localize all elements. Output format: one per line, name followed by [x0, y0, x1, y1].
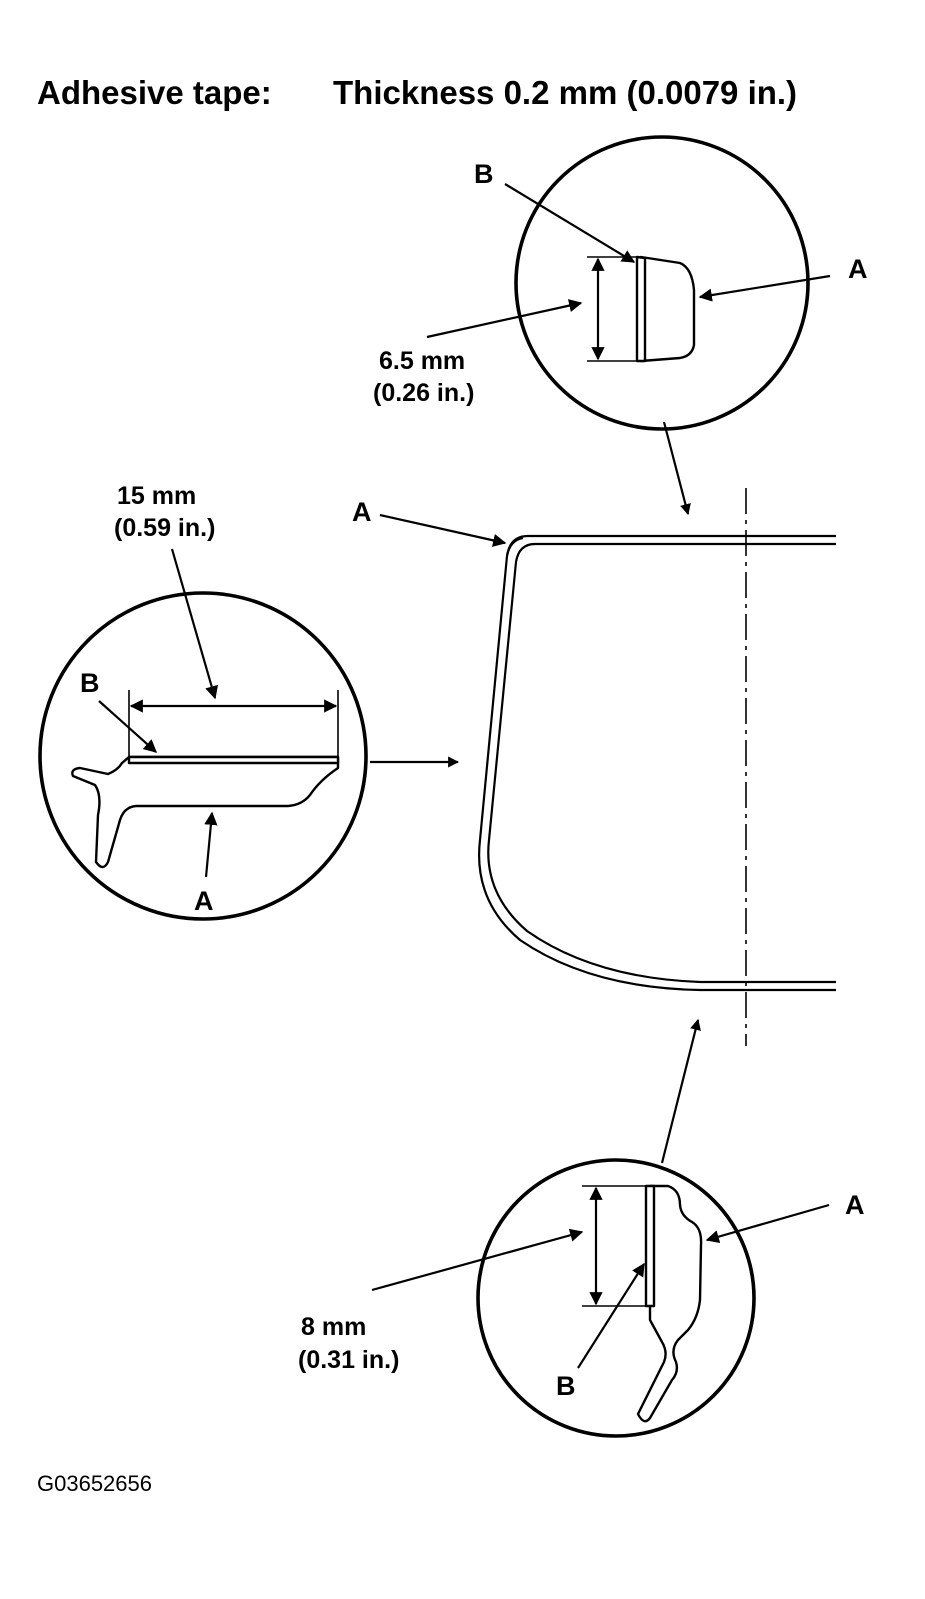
bottom-measure-mm: 8 mm — [301, 1313, 366, 1341]
left-label-a: A — [194, 886, 214, 916]
figure-code: G03652656 — [37, 1471, 152, 1496]
top-detail: B A 6.5 mm (0.26 in.) — [373, 135, 868, 516]
left-label-b: B — [80, 668, 100, 698]
top-measure-mm: 6.5 mm — [379, 347, 465, 375]
main-label-a: A — [352, 497, 372, 527]
bottom-label-b: B — [556, 1371, 576, 1401]
top-label-b: B — [474, 159, 494, 189]
top-label-a: A — [848, 254, 868, 284]
bottom-label-a: A — [845, 1190, 865, 1220]
windshield-inner-edge — [487, 542, 836, 984]
bottom-detail: A 8 mm (0.31 in.) B — [298, 1018, 865, 1438]
bottom-callout-arrow — [660, 1018, 701, 1164]
bottom-detail-circle — [476, 1158, 756, 1438]
left-detail-circle — [38, 591, 368, 921]
top-detail-circle — [514, 135, 810, 431]
left-molding-profile — [71, 755, 340, 869]
thickness-text: Thickness 0.2 mm (0.0079 in.) — [333, 74, 797, 111]
tape-label: Adhesive tape: — [37, 74, 272, 111]
top-adhesive-tape — [635, 255, 647, 363]
windshield-outer-edge — [478, 534, 836, 992]
top-molding-profile — [639, 255, 696, 363]
bottom-adhesive-tape — [644, 1184, 656, 1308]
top-callout-arrow — [662, 421, 691, 516]
windshield-outline: A — [352, 488, 836, 1046]
left-measure-mm: 15 mm — [117, 482, 196, 510]
left-detail: 15 mm (0.59 in.) B A — [38, 482, 460, 921]
left-measure-in: (0.59 in.) — [114, 514, 215, 542]
bottom-measure-in: (0.31 in.) — [298, 1346, 399, 1374]
top-measure-in: (0.26 in.) — [373, 379, 474, 407]
left-adhesive-tape — [127, 755, 340, 765]
